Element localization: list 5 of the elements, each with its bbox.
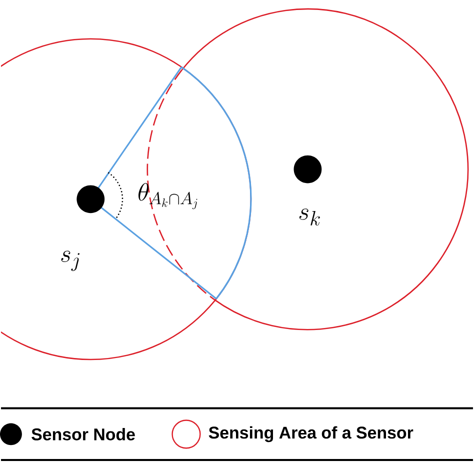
legend-text: Sensor Node bbox=[32, 428, 135, 440]
math-label: $s_k$ bbox=[299, 208, 320, 226]
math-label: $s_j$ bbox=[61, 250, 80, 271]
legend-text: Sensing Area of a Sensor bbox=[208, 426, 414, 442]
math-label: $\theta_{A_k \cap A_j}$ bbox=[138, 183, 198, 210]
